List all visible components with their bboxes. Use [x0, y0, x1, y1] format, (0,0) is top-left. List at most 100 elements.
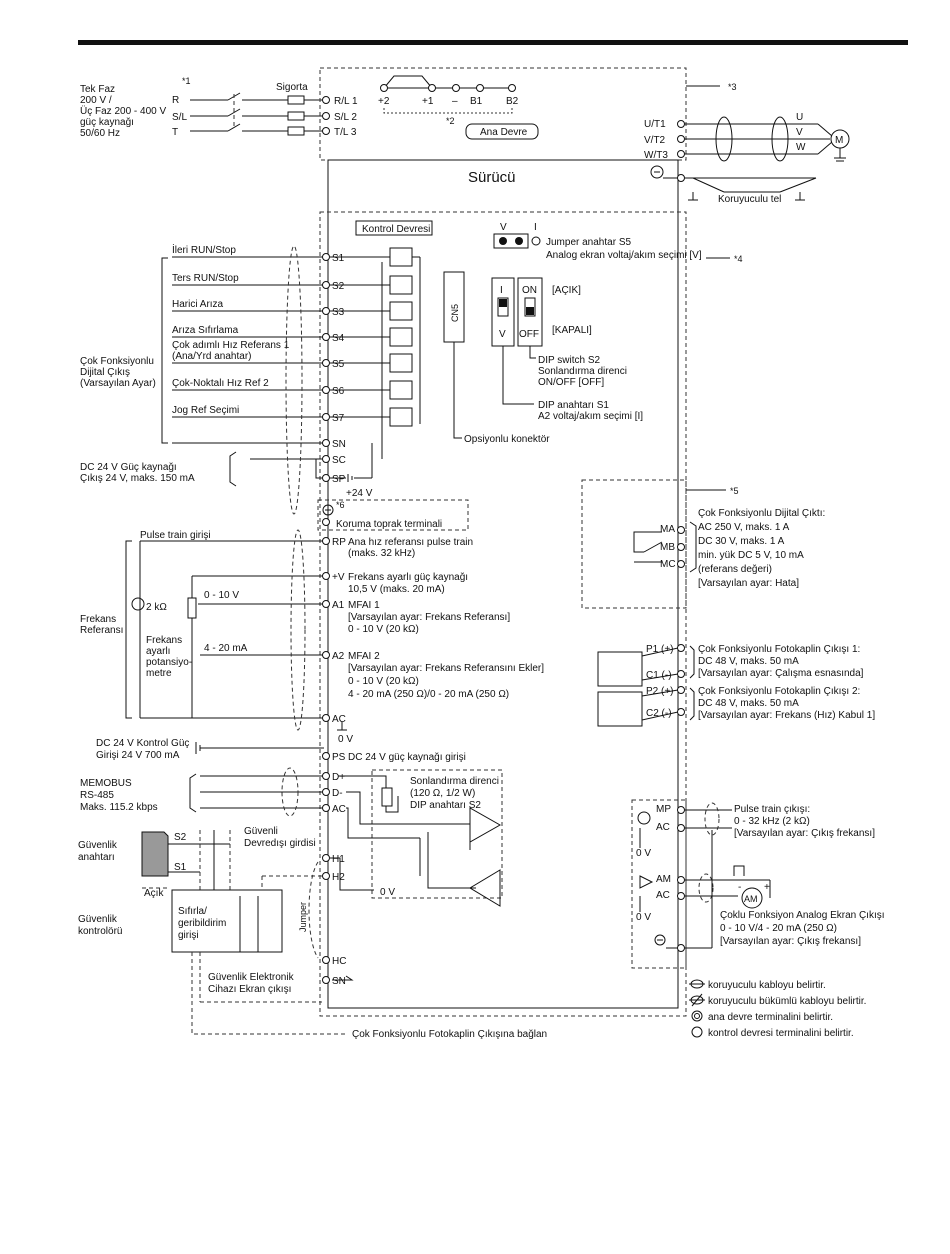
svg-text:P1 (+): P1 (+) — [646, 644, 674, 655]
power-supply-label: Tek Faz 200 V / Üç Faz 200 - 400 V güç k… — [80, 84, 166, 139]
analog-monitor-output: AM AC 0 V AM - + Çoklu Fonksiyon Analog … — [636, 830, 885, 952]
svg-text:Sonlandırma direnci: Sonlandırma direnci — [538, 366, 627, 377]
svg-text:güç kaynağı: güç kaynağı — [80, 117, 134, 128]
svg-text:SN: SN — [332, 976, 346, 987]
svg-text:DC 24 V güç kaynağı girişi: DC 24 V güç kaynağı girişi — [348, 752, 466, 763]
svg-text:U: U — [796, 112, 803, 123]
svg-text:DIP switch S2: DIP switch S2 — [538, 355, 600, 366]
svg-text:Pulse train çıkışı:: Pulse train çıkışı: — [734, 804, 810, 815]
svg-text:S3: S3 — [332, 307, 345, 318]
svg-text:(Ana/Yrd anahtar): (Ana/Yrd anahtar) — [172, 351, 252, 362]
svg-text:MB: MB — [660, 542, 675, 553]
svg-text:(120 Ω, 1/2 W): (120 Ω, 1/2 W) — [410, 788, 475, 799]
power-wiring — [190, 92, 322, 136]
svg-text:200 V /: 200 V / — [80, 95, 112, 106]
digital-input-group-label: Çok Fonksiyonlu Dijital Çıkış (Varsayıla… — [80, 257, 168, 444]
svg-text:H2: H2 — [332, 872, 345, 883]
svg-text:Dijital Çıkış: Dijital Çıkış — [80, 367, 130, 378]
motor-label: M — [835, 135, 843, 146]
svg-text:0 V: 0 V — [380, 887, 395, 898]
ground-shield — [650, 148, 846, 201]
svg-text:V: V — [500, 222, 507, 233]
svg-text:koruyuculu bükümlü kabloyu bel: koruyuculu bükümlü kabloyu belirtir. — [708, 996, 866, 1007]
svg-text:Frekans ayarlı güç kaynağı: Frekans ayarlı güç kaynağı — [348, 572, 468, 583]
note-3: *3 — [728, 82, 737, 92]
svg-text:*5: *5 — [730, 486, 739, 496]
svg-text:Cihazı Ekran çıkışı: Cihazı Ekran çıkışı — [208, 984, 291, 995]
main-circuit-box — [319, 67, 687, 161]
svg-text:0 - 10 V/4 - 20 mA (250 Ω): 0 - 10 V/4 - 20 mA (250 Ω) — [720, 923, 837, 934]
monitor-output-box — [631, 799, 687, 969]
jumper-s5: V I Jumper anahtar S5 Analog ekran volta… — [493, 222, 702, 261]
photocoupler-output-2: P2 (+) C2 (-) Çok Fonksiyonlu Fotokaplin… — [597, 686, 875, 727]
svg-text:RS-485: RS-485 — [80, 790, 114, 801]
svg-text:0 - 10 V: 0 - 10 V — [204, 590, 239, 601]
control-circuit-box — [319, 211, 687, 1017]
svg-text:kontrol devresi terminalini be: kontrol devresi terminalini belirtir. — [708, 1028, 854, 1039]
svg-text:V: V — [796, 127, 803, 138]
svg-text:S7: S7 — [332, 413, 345, 424]
svg-text:AC: AC — [332, 804, 346, 815]
svg-text:[Varsayılan ayar: Frekans (Hız: [Varsayılan ayar: Frekans (Hız) Kabul 1] — [698, 710, 875, 721]
svg-text:Çok Fonksiyonlu Fotokaplin Çık: Çok Fonksiyonlu Fotokaplin Çıkışına bağl… — [352, 1029, 547, 1040]
digital-input-s3: Harici Arıza S3 — [172, 299, 345, 318]
svg-text:R/L 1: R/L 1 — [334, 96, 358, 107]
control-circuit-label: Kontrol Devresi — [362, 224, 430, 235]
svg-text:MA: MA — [660, 524, 675, 535]
digital-input-s1: İleri RUN/Stop S1 — [172, 243, 345, 264]
svg-text:Koruma toprak terminali: Koruma toprak terminali — [336, 519, 442, 530]
dip-switch-s2: ON OFF [AÇIK] [KAPALI] DIP switch S2 Son… — [517, 277, 627, 388]
svg-text:0 V: 0 V — [636, 912, 651, 923]
svg-text:Çok Fonksiyonlu Fotokaplin Çık: Çok Fonksiyonlu Fotokaplin Çıkışı 2: — [698, 686, 860, 697]
svg-text:Jog Ref Seçimi: Jog Ref Seçimi — [172, 405, 239, 416]
svg-text:MC: MC — [660, 559, 676, 570]
svg-text:+24 V: +24 V — [346, 488, 373, 499]
svg-text:10,5 V (maks. 20 mA): 10,5 V (maks. 20 mA) — [348, 584, 445, 595]
svg-text:T/L 3: T/L 3 — [334, 127, 357, 138]
svg-text:S1: S1 — [332, 253, 345, 264]
svg-text:I: I — [500, 285, 503, 296]
svg-text:Jumper: Jumper — [298, 902, 308, 932]
svg-text:-: - — [738, 882, 741, 893]
svg-text:2 kΩ: 2 kΩ — [146, 602, 167, 613]
svg-text:[AÇIK]: [AÇIK] — [552, 285, 581, 296]
svg-text:AC: AC — [656, 890, 670, 901]
svg-text:AM: AM — [744, 894, 758, 904]
main-circuit-label-box — [465, 123, 539, 140]
input-terminals: R/L 1 S/L 2 T/L 3 — [322, 96, 358, 138]
svg-text:Çok Fonksiyonlu: Çok Fonksiyonlu — [80, 356, 154, 367]
svg-text:Frekans: Frekans — [146, 635, 182, 646]
svg-text:Tek Faz: Tek Faz — [80, 84, 115, 95]
svg-text:D-: D- — [332, 788, 343, 799]
svg-text:(referans değeri): (referans değeri) — [698, 564, 772, 575]
svg-text:+1: +1 — [422, 96, 434, 107]
ps-terminal: DC 24 V Kontrol Güç Girişi 24 V 700 mA P… — [96, 738, 466, 763]
cn5-label: CN5 — [450, 304, 460, 322]
svg-text:S2: S2 — [332, 281, 345, 292]
header-rule — [78, 40, 908, 45]
svg-text:ON/OFF [OFF]: ON/OFF [OFF] — [538, 377, 604, 388]
svg-text:S5: S5 — [332, 359, 345, 370]
drive-title: Sürücü — [468, 169, 516, 186]
svg-text:SN: SN — [332, 439, 346, 450]
svg-text:potansiyo-: potansiyo- — [146, 657, 192, 668]
svg-text:Jumper anahtar S5: Jumper anahtar S5 — [546, 237, 631, 248]
main-circuit-label: Ana Devre — [480, 127, 528, 138]
svg-text:DIP anahtarı S2: DIP anahtarı S2 — [410, 800, 481, 811]
svg-text:DC 24 V Güç kaynağı: DC 24 V Güç kaynağı — [80, 462, 177, 473]
svg-text:0 - 32 kHz (2 kΩ): 0 - 32 kHz (2 kΩ) — [734, 816, 810, 827]
svg-text:–: – — [452, 96, 458, 107]
svg-text:MFAI 1: MFAI 1 — [348, 600, 380, 611]
svg-text:Çok-Noktalı Hız Ref 2: Çok-Noktalı Hız Ref 2 — [172, 378, 269, 389]
sn-sc-sp-terminals: SN SC SP — [172, 439, 373, 485]
svg-text:Güvenli: Güvenli — [244, 826, 278, 837]
svg-text:Ters RUN/Stop: Ters RUN/Stop — [172, 273, 239, 284]
svg-text:Analog ekran voltaj/akım seçim: Analog ekran voltaj/akım seçimi [V] — [546, 250, 702, 261]
svg-text:MEMOBUS: MEMOBUS — [80, 778, 132, 789]
svg-text:[Varsayılan ayar: Çıkış frekan: [Varsayılan ayar: Çıkış frekansı] — [734, 828, 875, 839]
note-2: *2 — [446, 116, 455, 126]
svg-text:İleri RUN/Stop: İleri RUN/Stop — [172, 243, 236, 256]
option-connector-label: Opsiyonlu konektör — [464, 434, 550, 445]
svg-text:0 - 10 V (20 kΩ): 0 - 10 V (20 kΩ) — [348, 624, 419, 635]
input-optocouplers — [330, 247, 421, 459]
